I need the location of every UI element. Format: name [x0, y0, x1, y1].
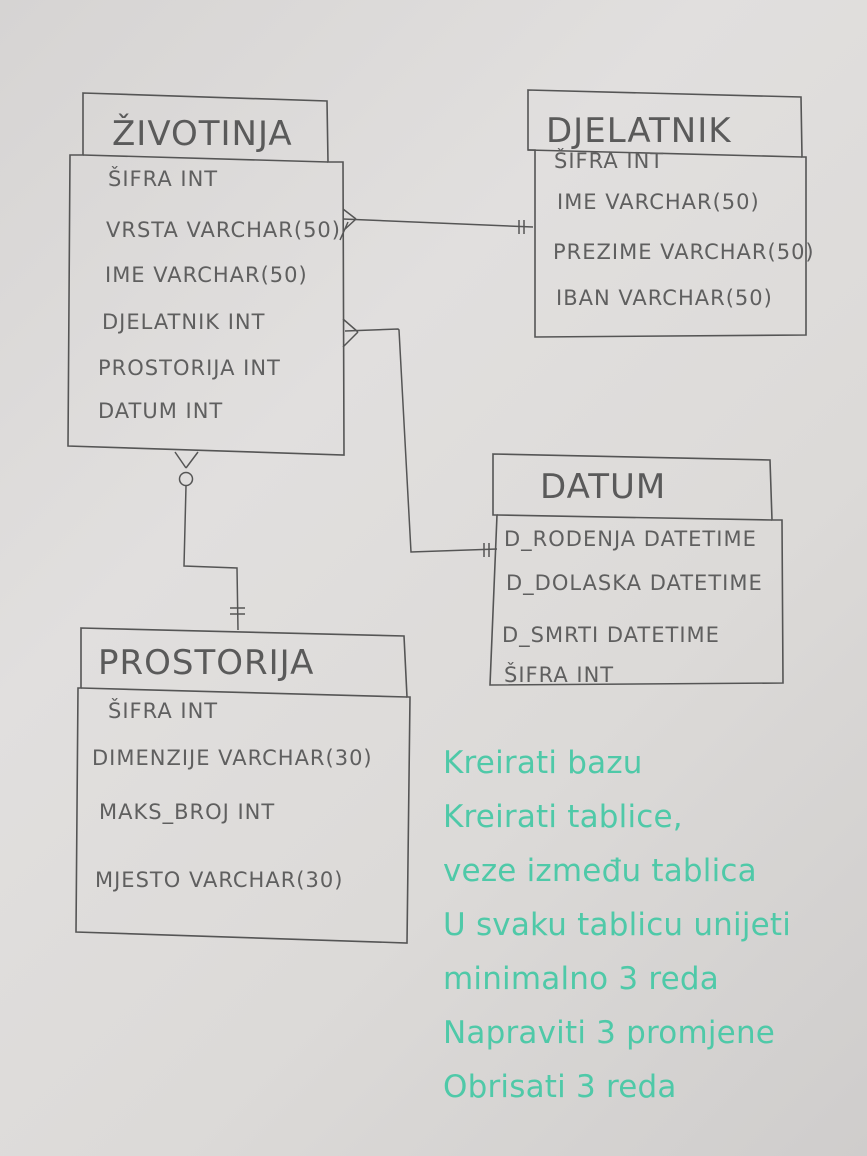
entity-datum-field: D_SMRTI DATETIME	[502, 623, 720, 648]
entity-djelatnik-divider	[527, 149, 803, 158]
entity-djelatnik-field: PREZIME VARCHAR(50)	[553, 240, 815, 264]
entity-zivotinja-field: ŠIFRA INT	[108, 166, 218, 191]
entity-zivotinja-field: VRSTA VARCHAR(50)	[106, 218, 341, 242]
entity-prostorija-field: MAKS_BROJ INT	[99, 800, 275, 825]
entity-prostorija-field: DIMENZIJE VARCHAR(30)	[92, 746, 373, 770]
entity-prostorija-divider	[80, 687, 408, 698]
task-item: Napraviti 3 promjene	[443, 1015, 776, 1051]
one-marker	[483, 543, 490, 557]
crowfoot-many-marker	[339, 208, 357, 241]
task-item: U svaku tablicu unijeti	[443, 907, 792, 943]
one-marker	[518, 220, 525, 234]
task-item: Kreirati bazu	[443, 745, 643, 781]
entity-datum-field: ŠIFRA INT	[504, 662, 614, 687]
entity-zivotinja-divider	[82, 154, 329, 163]
entity-zivotinja-field: PROSTORIJA INT	[98, 356, 281, 380]
entity-prostorija-box	[75, 627, 411, 944]
entity-datum: DATUM D_RODENJA DATETIME D_DOLASKA DATET…	[489, 453, 784, 687]
entity-datum-field: D_RODENJA DATETIME	[504, 527, 757, 552]
entity-zivotinja-title: ŽIVOTINJA	[112, 113, 293, 154]
relation-zivotinja-djelatnik	[339, 208, 534, 241]
entity-djelatnik-title: DJELATNIK	[546, 111, 732, 151]
crowfoot-many-marker	[174, 451, 199, 469]
task-item: Kreirati tablice,	[443, 799, 683, 835]
entity-prostorija: PROSTORIJA ŠIFRA INT DIMENZIJE VARCHAR(3…	[75, 627, 411, 944]
entity-prostorija-title: PROSTORIJA	[98, 643, 314, 683]
entity-djelatnik-field: ŠIFRA INT	[554, 148, 664, 173]
task-item: minimalno 3 reda	[443, 961, 719, 997]
task-item: veze između tablica	[443, 853, 757, 889]
entity-zivotinja: ŽIVOTINJA ŠIFRA INT VRSTA VARCHAR(50) IM…	[67, 92, 345, 456]
entity-zivotinja-field: DATUM INT	[98, 399, 223, 423]
optional-zero-marker	[178, 471, 194, 487]
one-marker	[230, 607, 245, 615]
task-item: Obrisati 3 reda	[443, 1069, 677, 1105]
relation-zivotinja-datum	[342, 318, 498, 557]
entity-datum-field: D_DOLASKA DATETIME	[506, 571, 763, 596]
entity-prostorija-field: ŠIFRA INT	[108, 698, 218, 723]
entity-prostorija-field: MJESTO VARCHAR(30)	[95, 868, 343, 892]
relation-zivotinja-prostorija	[174, 451, 245, 631]
entity-datum-box	[489, 453, 784, 686]
entity-datum-divider	[496, 514, 773, 521]
entity-djelatnik-field: IME VARCHAR(50)	[557, 190, 760, 214]
entity-djelatnik: DJELATNIK ŠIFRA INT IME VARCHAR(50) PREZ…	[527, 89, 815, 338]
entity-datum-title: DATUM	[540, 467, 666, 507]
entity-zivotinja-box	[67, 92, 345, 456]
crowfoot-many-marker	[342, 318, 359, 348]
entity-djelatnik-field: IBAN VARCHAR(50)	[556, 286, 773, 310]
task-list: Kreirati bazu Kreirati tablice, veze izm…	[443, 736, 791, 1114]
entity-zivotinja-field: IME VARCHAR(50)	[105, 263, 308, 287]
entity-zivotinja-field: DJELATNIK INT	[102, 310, 265, 334]
